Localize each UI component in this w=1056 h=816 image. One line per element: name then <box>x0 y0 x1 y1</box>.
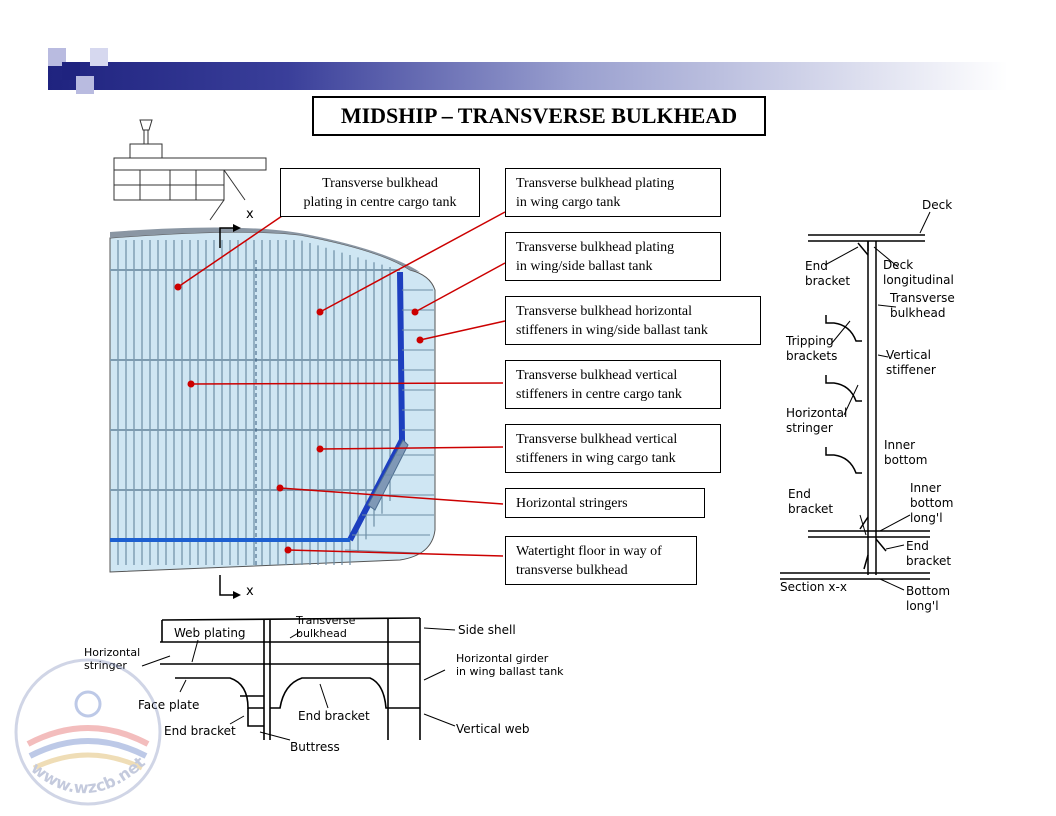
watermark-logo: www.wzcb.net <box>14 658 162 806</box>
horizontal-stringers <box>110 269 400 491</box>
plan-label-end-bracket-left: End bracket <box>164 724 236 738</box>
header-square <box>48 48 66 66</box>
bulkhead-model <box>109 119 436 599</box>
plan-label-side-shell: Side shell <box>458 623 516 637</box>
plan-label-vertical-web: Vertical web <box>456 722 530 736</box>
section-xx-diagram <box>780 211 931 591</box>
plan-label-buttress: Buttress <box>290 740 340 754</box>
section-mark-bottom: x <box>246 584 254 599</box>
plan-label-web-plating: Web plating <box>174 626 246 640</box>
superstructure <box>113 119 267 221</box>
header-square <box>62 62 80 80</box>
callout-horizontal-stringers: Horizontal stringers <box>505 488 705 518</box>
header-bar <box>48 62 1008 90</box>
plan-label-end-bracket-mid: End bracket <box>298 709 370 723</box>
header-square <box>76 76 94 94</box>
header-square <box>90 48 108 66</box>
section-label-section-xx: Section x-x <box>780 580 847 594</box>
section-mark-top: x <box>246 207 254 222</box>
plan-label-face-plate: Face plate <box>138 698 200 712</box>
ballast-hatching <box>344 289 434 554</box>
plan-view-diagram <box>141 617 456 741</box>
section-label-deck: Deck <box>922 198 953 212</box>
inner-hull-blue <box>347 271 406 542</box>
slide-title: MIDSHIP – TRANSVERSE BULKHEAD <box>312 96 766 136</box>
